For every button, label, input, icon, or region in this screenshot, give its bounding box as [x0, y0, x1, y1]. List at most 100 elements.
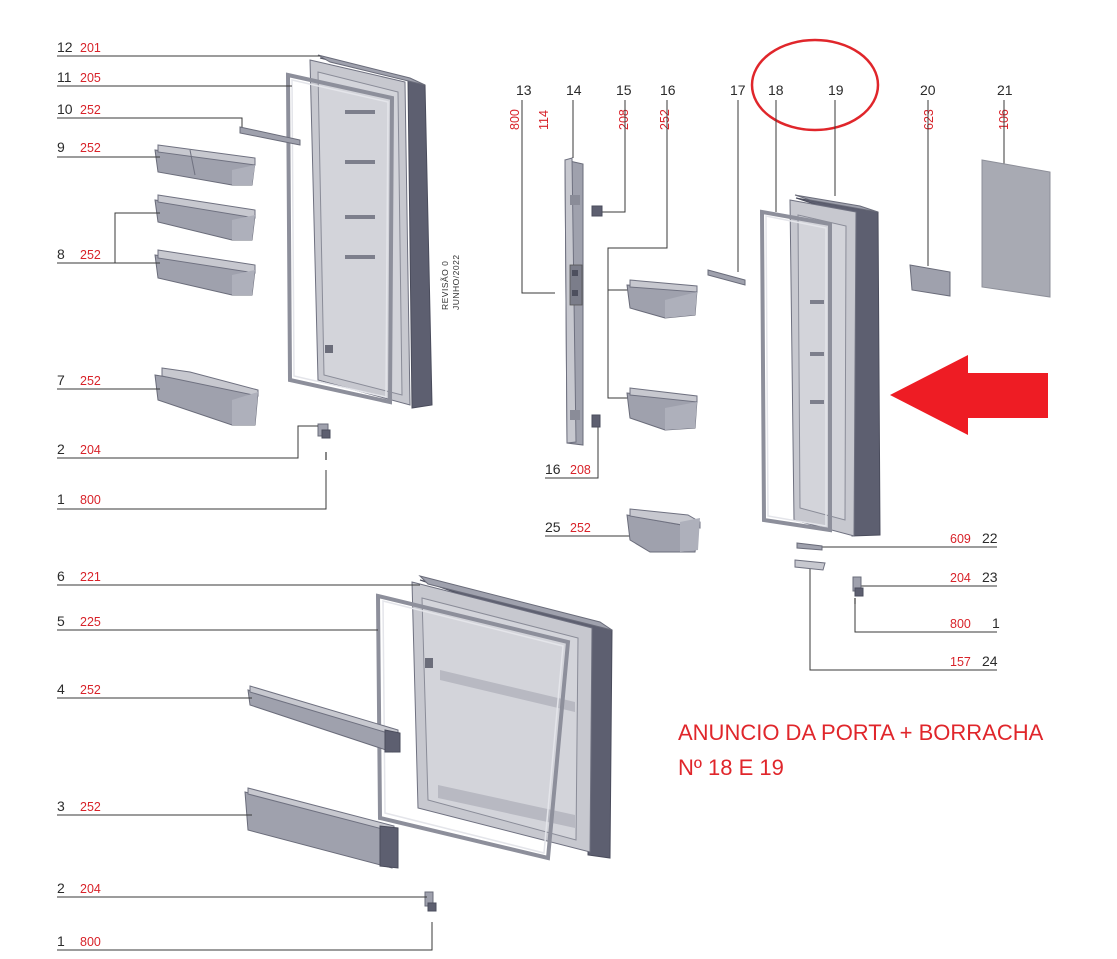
- pin-part-1: [325, 452, 327, 460]
- label-16-top: 16 252: [658, 82, 676, 130]
- svg-text:221: 221: [80, 570, 101, 584]
- shelf-part-3: [244, 787, 399, 869]
- svg-text:3: 3: [57, 798, 65, 814]
- label-16-bottom: 16 208: [545, 461, 591, 477]
- svg-text:5: 5: [57, 613, 65, 629]
- leader-lines-top-left: [57, 55, 327, 510]
- label-7: 7 252: [57, 372, 101, 388]
- panel-part-20: [909, 264, 951, 297]
- label-9: 9 252: [57, 139, 101, 155]
- svg-text:252: 252: [80, 103, 101, 117]
- svg-text:14: 14: [566, 82, 582, 98]
- door-shell-part-12: [309, 54, 433, 409]
- clip-part-15: [591, 205, 603, 217]
- door-gasket-part-11: [285, 72, 395, 405]
- svg-text:208: 208: [617, 109, 631, 130]
- svg-text:JUNHO/2022: JUNHO/2022: [451, 254, 461, 310]
- hinge-part-2-bottom: [424, 891, 437, 912]
- svg-text:252: 252: [80, 800, 101, 814]
- shelf-part-16-upper: [626, 279, 698, 319]
- label-14: 14: [566, 82, 582, 98]
- door-shell-part-19: [789, 194, 881, 537]
- svg-text:25: 25: [545, 519, 561, 535]
- svg-text:Nº 18 E 19: Nº 18 E 19: [678, 755, 784, 780]
- svg-text:10: 10: [57, 101, 73, 117]
- label-2-bottom: 2 204: [57, 880, 101, 896]
- svg-text:204: 204: [80, 443, 101, 457]
- red-arrow-icon: [890, 355, 1048, 435]
- door-gasket-part-18: [759, 209, 832, 533]
- svg-text:8: 8: [57, 246, 65, 262]
- label-17: 17: [730, 82, 746, 98]
- shelf-part-25: [626, 508, 701, 553]
- bottom-left-door-assembly: [244, 575, 613, 912]
- svg-text:12: 12: [57, 39, 73, 55]
- svg-text:REVISÃO 0: REVISÃO 0: [440, 261, 450, 310]
- svg-text:16: 16: [545, 461, 561, 477]
- svg-text:157: 157: [950, 655, 971, 669]
- announcement-note: ANUNCIO DA PORTA + BORRACHA Nº 18 E 19: [678, 720, 1044, 780]
- bar-part-22: [796, 542, 823, 551]
- pin-part-1-right: [854, 598, 856, 604]
- clip-part-16: [591, 414, 601, 428]
- svg-text:21: 21: [997, 82, 1013, 98]
- highlight-circle: [750, 38, 880, 132]
- label-21: 21 106: [997, 82, 1013, 130]
- svg-text:24: 24: [982, 653, 998, 669]
- svg-text:623: 623: [922, 109, 936, 130]
- svg-text:15: 15: [616, 82, 632, 98]
- svg-text:9: 9: [57, 139, 65, 155]
- svg-text:800: 800: [508, 109, 522, 130]
- label-19: 19: [828, 82, 844, 98]
- revision-stamp: REVISÃO 0 JUNHO/2022: [440, 254, 461, 310]
- svg-text:17: 17: [730, 82, 746, 98]
- svg-text:19: 19: [828, 82, 844, 98]
- door-shell-part-6: [411, 575, 613, 859]
- svg-text:252: 252: [80, 141, 101, 155]
- svg-text:204: 204: [950, 571, 971, 585]
- plate-part-24: [794, 559, 826, 571]
- label-3: 3 252: [57, 798, 101, 814]
- bar-part-17: [707, 269, 746, 286]
- svg-text:16: 16: [660, 82, 676, 98]
- svg-text:23: 23: [982, 569, 998, 585]
- svg-text:800: 800: [950, 617, 971, 631]
- svg-text:22: 22: [982, 530, 998, 546]
- svg-text:252: 252: [80, 683, 101, 697]
- shelf-part-4: [247, 685, 401, 753]
- svg-text:7: 7: [57, 372, 65, 388]
- svg-text:1: 1: [57, 933, 65, 949]
- hinge-part-2: [317, 423, 331, 439]
- small-bar-part-10: [239, 126, 301, 146]
- svg-text:201: 201: [80, 41, 101, 55]
- svg-text:20: 20: [920, 82, 936, 98]
- svg-text:11: 11: [57, 69, 72, 85]
- svg-text:18: 18: [768, 82, 784, 98]
- label-24: 157 24: [950, 653, 998, 669]
- shelf-part-16-lower: [626, 387, 698, 431]
- svg-text:13: 13: [516, 82, 532, 98]
- panel-part-21: [981, 159, 1051, 298]
- label-5: 5 225: [57, 613, 101, 629]
- svg-text:252: 252: [80, 248, 101, 262]
- svg-text:204: 204: [80, 882, 101, 896]
- label-15: 15 208: [616, 82, 632, 130]
- svg-text:225: 225: [80, 615, 101, 629]
- svg-text:800: 800: [80, 935, 101, 949]
- svg-text:6: 6: [57, 568, 65, 584]
- svg-text:252: 252: [80, 374, 101, 388]
- svg-text:2: 2: [57, 880, 65, 896]
- label-12: 12 201: [57, 39, 101, 55]
- vertical-strip-part-14: [564, 157, 584, 446]
- label-23: 204 23: [950, 569, 998, 585]
- hinge-part-23: [852, 576, 864, 597]
- svg-text:208: 208: [570, 463, 591, 477]
